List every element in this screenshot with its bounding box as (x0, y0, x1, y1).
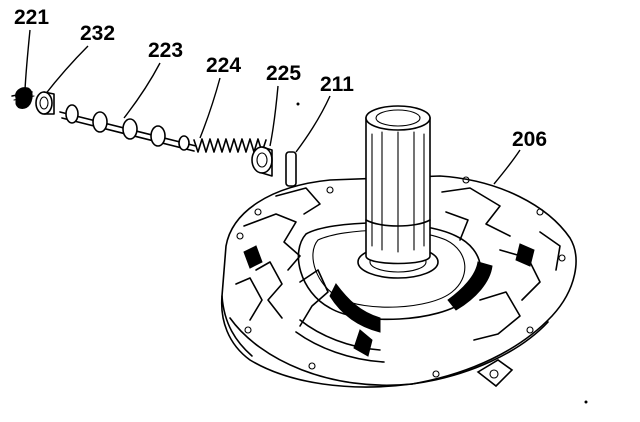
end-plug-225 (251, 146, 273, 177)
valve-spool-223 (59, 104, 197, 152)
callout-232: 232 (80, 22, 115, 45)
callout-223: 223 (148, 39, 183, 62)
pump-body-206 (220, 102, 588, 404)
callout-206: 206 (512, 128, 547, 151)
retaining-pin-211 (285, 151, 297, 187)
callout-211: 211 (320, 73, 354, 96)
callout-221: 221 (14, 6, 49, 29)
retaining-clip-221 (11, 87, 35, 109)
callout-225: 225 (266, 62, 301, 85)
leader-lines (24, 29, 521, 185)
callout-224: 224 (206, 54, 241, 77)
valve-plug-232 (35, 91, 55, 115)
